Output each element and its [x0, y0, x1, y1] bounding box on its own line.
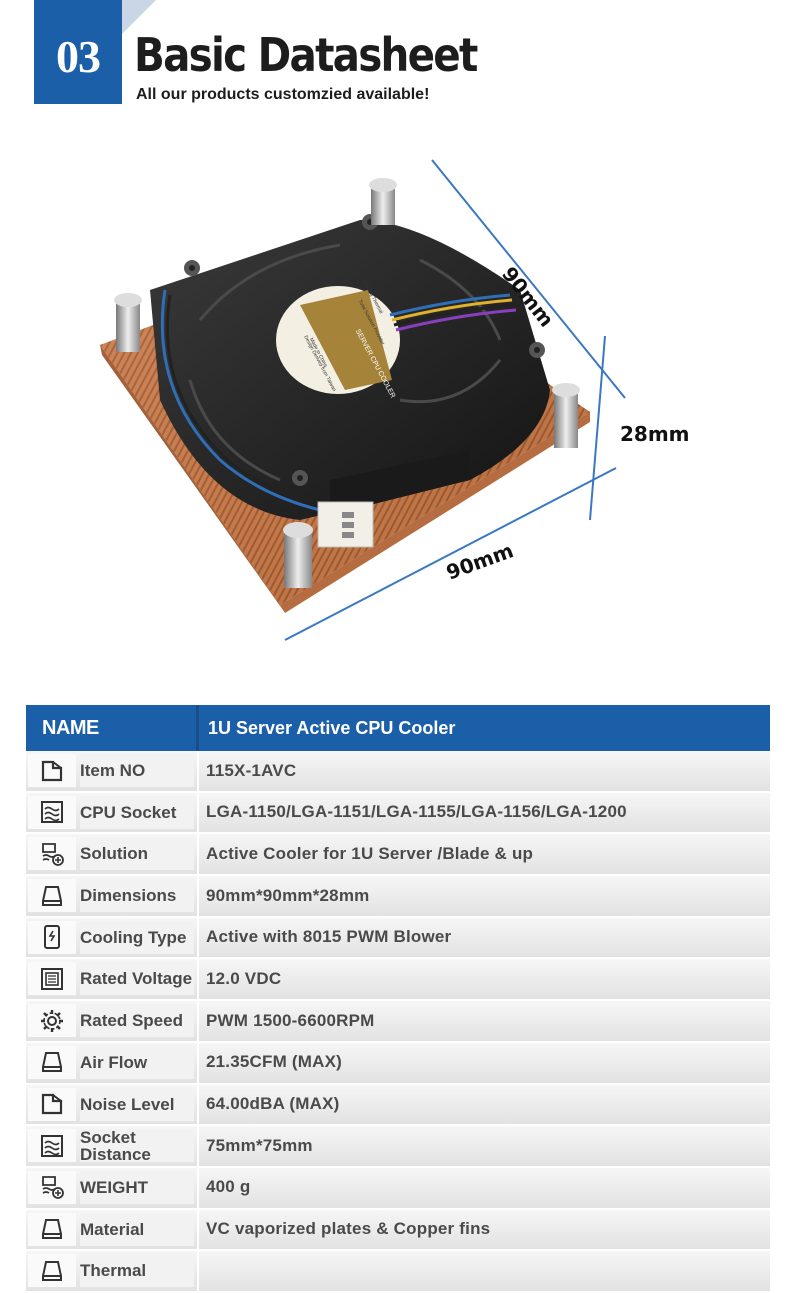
row-divider [197, 1251, 199, 1291]
page-title: Basic Datasheet [134, 28, 478, 82]
stack-plus-icon [28, 1170, 76, 1204]
row-value: 90mm*90mm*28mm [206, 885, 370, 905]
drive-icon [28, 879, 76, 913]
drive-icon [28, 1254, 76, 1288]
tag-icon [28, 754, 76, 787]
table-row: Noise Level 64.00dBA (MAX) [26, 1084, 770, 1127]
table-row: Rated Voltage 12.0 VDC [26, 959, 770, 1002]
spring-screw [283, 522, 313, 588]
row-value: 64.00dBA (MAX) [206, 1094, 340, 1113]
table-row: Socket Distance 75mm*75mm [26, 1126, 770, 1168]
row-divider [197, 1209, 199, 1250]
fan-connector [317, 501, 374, 548]
table-row: Solution Active Cooler for 1U Server /Bla… [26, 834, 770, 877]
row-divider [197, 1001, 199, 1041]
drive-icon [28, 1045, 76, 1079]
row-value: 12.0 VDC [206, 968, 282, 988]
spring-screw [552, 383, 580, 448]
row-value: Active Cooler for 1U Server /Blade & up [206, 843, 534, 863]
stack-plus-icon [28, 837, 76, 871]
dimension-height-label: 28mm [620, 422, 690, 446]
row-label: Rated Voltage [80, 962, 194, 996]
drive-icon [28, 1212, 76, 1246]
section-number: 03 [56, 31, 101, 82]
section-number-badge: 03 [34, 0, 156, 104]
row-label: Item NO [80, 754, 194, 787]
spec-table-header: NAME 1U Server Active CPU Cooler [26, 705, 770, 751]
table-row: CPU Socket LGA-1150/LGA-1151/LGA-1155/LGA… [26, 792, 770, 835]
row-divider [197, 959, 199, 1000]
table-row: Thermal [26, 1251, 770, 1293]
row-value: VC vaporized plates & Copper fins [206, 1219, 491, 1239]
row-divider [197, 917, 199, 958]
row-value: PWM 1500-6600RPM [206, 1010, 375, 1030]
row-value: 115X-1AVC [206, 760, 297, 780]
header-name-label: NAME [42, 717, 99, 739]
table-row: WEIGHT 400 g [26, 1167, 770, 1210]
header-divider [196, 705, 199, 751]
row-label: WEIGHT [80, 1170, 194, 1204]
row-label: Noise Level [80, 1087, 194, 1121]
dimension-line-width [284, 467, 617, 641]
row-divider [197, 834, 199, 875]
table-row: Rated Speed PWM 1500-6600RPM [26, 1001, 770, 1043]
row-value: 75mm*75mm [206, 1135, 313, 1155]
gear-icon [28, 1004, 76, 1038]
badge-corner-fold [122, 0, 156, 34]
row-value: 400 g [206, 1177, 251, 1197]
tag-icon [28, 1087, 76, 1121]
row-divider [197, 876, 199, 916]
row-value: 21.35CFM (MAX) [206, 1052, 342, 1072]
table-row: Air Flow 21.35CFM (MAX) [26, 1042, 770, 1085]
row-label: Dimensions [80, 879, 194, 913]
row-value [200, 1254, 770, 1287]
row-divider [197, 1167, 199, 1208]
fan-cable [389, 293, 511, 317]
chip-icon [28, 962, 76, 996]
row-divider [197, 751, 199, 791]
spring-screw [114, 293, 142, 352]
row-divider [197, 1084, 199, 1125]
row-label: Air Flow [80, 1045, 194, 1079]
phone-icon [28, 920, 76, 954]
row-divider [197, 1126, 199, 1166]
cpu-cooler-image: SERVER CPU COOLER Total Solution Provide… [100, 159, 626, 641]
layers-icon [28, 795, 76, 829]
row-label: Rated Speed [80, 1004, 194, 1038]
row-label: Material [80, 1212, 194, 1246]
row-value: Active with 8015 PWM Blower [206, 927, 452, 947]
row-value: LGA-1150/LGA-1151/LGA-1155/LGA-1156/LGA-… [206, 802, 627, 822]
row-divider [197, 1042, 199, 1083]
row-label: Cooling Type [80, 920, 194, 954]
dimension-line-height [589, 335, 606, 521]
table-row: Item NO 115X-1AVC [26, 751, 770, 793]
row-label: Solution [80, 837, 194, 871]
header-product-name: 1U Server Active CPU Cooler [208, 718, 456, 738]
page-subtitle: All our products customzied available! [136, 86, 430, 103]
row-label: Socket Distance [80, 1129, 194, 1163]
layers-icon [28, 1129, 76, 1163]
product-illustration: SERVER CPU COOLER Total Solution Provide… [0, 150, 800, 660]
spec-table: NAME 1U Server Active CPU Cooler Item NO… [26, 705, 770, 1293]
spec-rows: Item NO 115X-1AVC CPU Socket LGA-1150/LGA-1… [26, 751, 770, 1293]
row-label: CPU Socket [80, 795, 194, 829]
row-divider [197, 792, 199, 833]
table-row: Cooling Type Active with 8015 PWM Blower [26, 917, 770, 960]
dimension-line-depth [431, 159, 626, 399]
table-row: Material VC vaporized plates & Copper fin… [26, 1209, 770, 1252]
row-label: Thermal [80, 1254, 194, 1288]
table-row: Dimensions 90mm*90mm*28mm [26, 876, 770, 918]
spring-screw [369, 178, 397, 225]
